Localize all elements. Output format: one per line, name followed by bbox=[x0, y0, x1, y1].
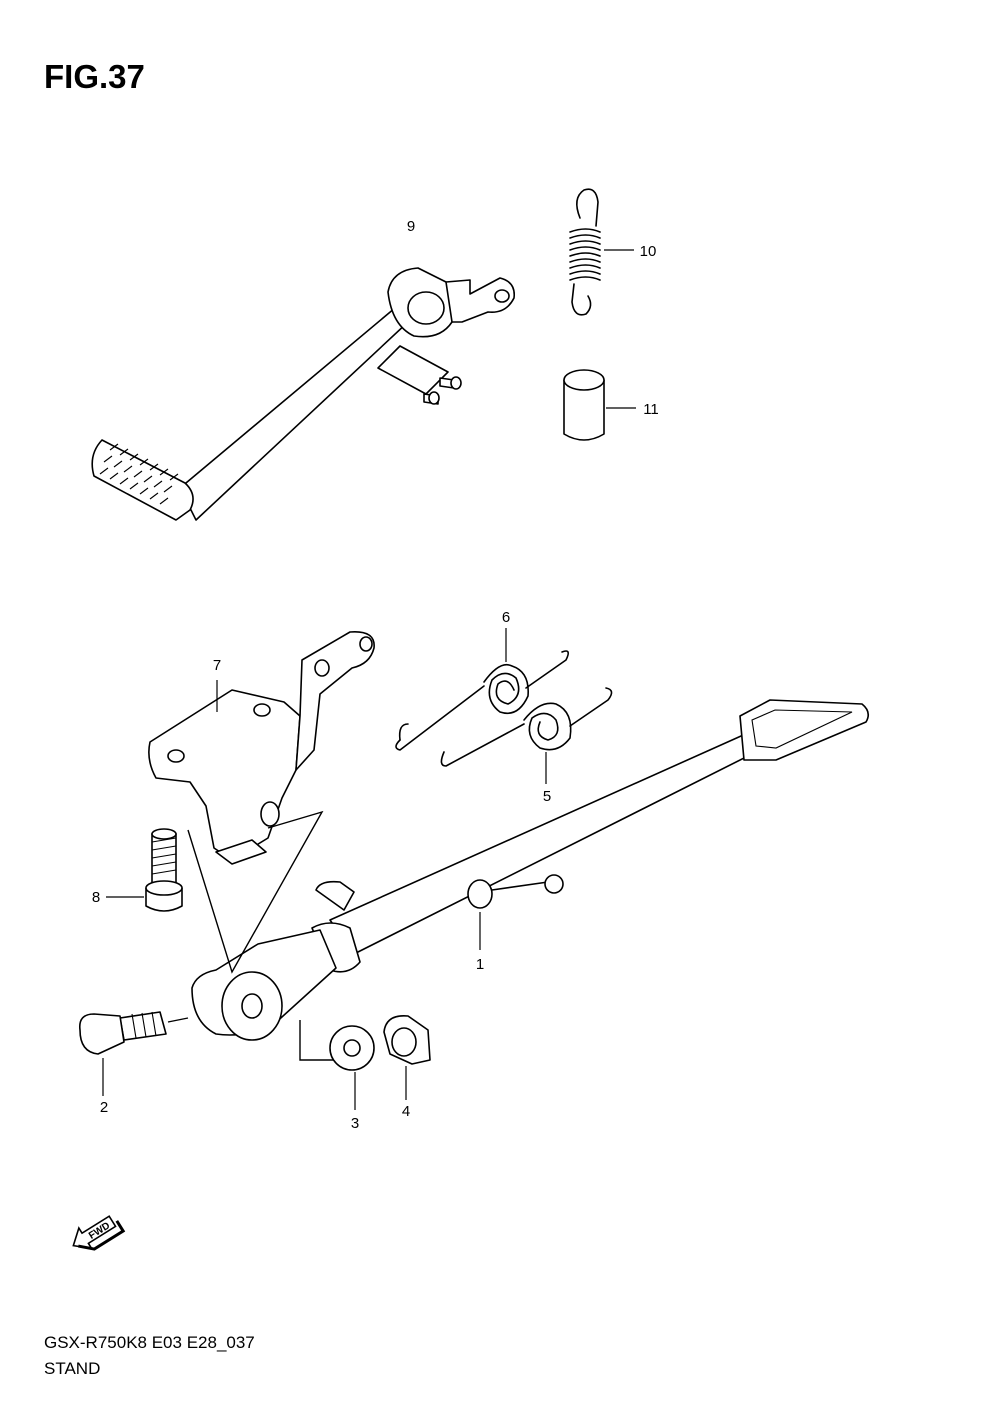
stand-bracket-part bbox=[148, 631, 375, 865]
callout-7: 7 bbox=[213, 657, 221, 674]
bracket-bolt-part bbox=[106, 828, 183, 912]
return-spring-part bbox=[569, 188, 634, 316]
callout-9: 9 bbox=[407, 218, 415, 235]
model-code: GSX-R750K8 E03 E28_037 bbox=[44, 1333, 255, 1352]
stand-spring-lower-part bbox=[440, 687, 613, 784]
callout-2: 2 bbox=[100, 1099, 108, 1116]
assembly-guide-lines bbox=[187, 810, 334, 1061]
pivot-bolt-part bbox=[78, 1011, 189, 1096]
callout-11: 11 bbox=[643, 401, 659, 418]
figure-title: FIG.37 bbox=[44, 58, 145, 95]
brake-pedal-part bbox=[91, 267, 516, 521]
callout-4: 4 bbox=[402, 1103, 410, 1120]
callout-6: 6 bbox=[502, 609, 510, 626]
washer-part bbox=[329, 1025, 375, 1110]
callout-1: 1 bbox=[476, 956, 484, 973]
callout-3: 3 bbox=[351, 1115, 359, 1132]
callout-5: 5 bbox=[543, 788, 551, 805]
side-stand-part bbox=[191, 699, 870, 1041]
section-name: STAND bbox=[44, 1359, 101, 1378]
collar-part bbox=[563, 369, 636, 441]
nut-part bbox=[383, 1015, 431, 1100]
callout-10: 10 bbox=[640, 243, 657, 260]
forward-arrow-icon: FWD bbox=[72, 1215, 126, 1251]
callout-8: 8 bbox=[92, 889, 100, 906]
stand-spring-upper-part bbox=[395, 628, 570, 751]
